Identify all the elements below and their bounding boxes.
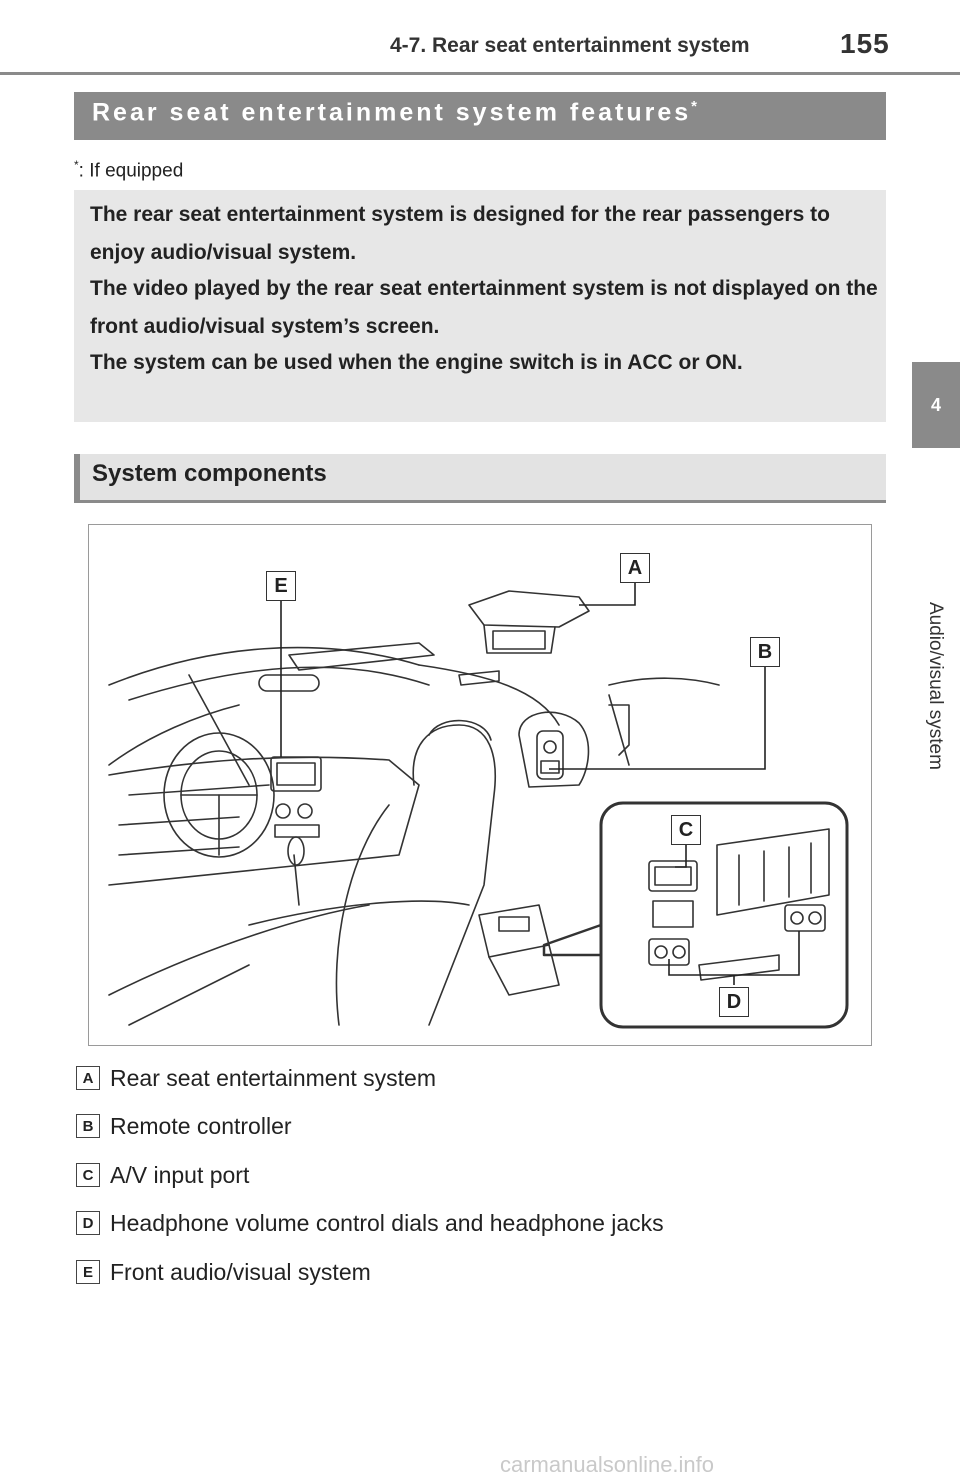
legend-item-a: A Rear seat entertainment system	[76, 1063, 436, 1093]
legend-text-c: A/V input port	[110, 1161, 250, 1188]
features-title: Rear seat entertainment system features*	[92, 98, 697, 127]
legend-key-c: C	[76, 1163, 100, 1187]
legend-text-a: Rear seat entertainment system	[110, 1064, 436, 1091]
header-divider	[0, 72, 960, 75]
components-title: System components	[92, 460, 327, 487]
legend-item-e: E Front audio/visual system	[76, 1257, 371, 1287]
footnote: *: If equipped	[74, 158, 184, 182]
figure-label-e: E	[266, 571, 296, 601]
page-number: 155	[840, 28, 890, 59]
figure-label-c: C	[671, 815, 701, 845]
vehicle-interior-illustration	[108, 581, 849, 1029]
legend-text-d: Headphone volume control dials and headp…	[110, 1209, 664, 1236]
legend-key-d: D	[76, 1211, 100, 1235]
legend-item-b: B Remote controller	[76, 1111, 292, 1141]
legend-key-e: E	[76, 1260, 100, 1284]
legend-key-a: A	[76, 1066, 100, 1090]
figure-label-a: A	[620, 553, 650, 583]
watermark: carmanualsonline.info	[500, 1452, 715, 1477]
info-paragraph-3: The system can be used when the engine s…	[90, 351, 743, 374]
features-title-bar	[74, 92, 886, 140]
legend-text-b: Remote controller	[110, 1112, 292, 1139]
info-box	[74, 190, 886, 422]
section-header-title: 4-7. Rear seat entertainment system	[390, 34, 750, 57]
legend-key-b: B	[76, 1114, 100, 1138]
components-divider	[74, 500, 886, 503]
vehicle-interior-figure: A B C D E	[88, 524, 872, 1046]
chapter-tab: 4	[912, 362, 960, 448]
info-paragraph-1: The rear seat entertainment system is de…	[90, 203, 830, 264]
components-title-bar	[74, 454, 886, 500]
legend-item-d: D Headphone volume control dials and hea…	[76, 1208, 664, 1238]
figure-label-d: D	[719, 987, 749, 1017]
chapter-label: Audio/visual system	[925, 602, 946, 770]
legend-text-e: Front audio/visual system	[110, 1258, 371, 1285]
figure-label-b: B	[750, 637, 780, 667]
legend-item-c: C A/V input port	[76, 1160, 249, 1190]
info-paragraph-2: The video played by the rear seat entert…	[90, 277, 878, 338]
